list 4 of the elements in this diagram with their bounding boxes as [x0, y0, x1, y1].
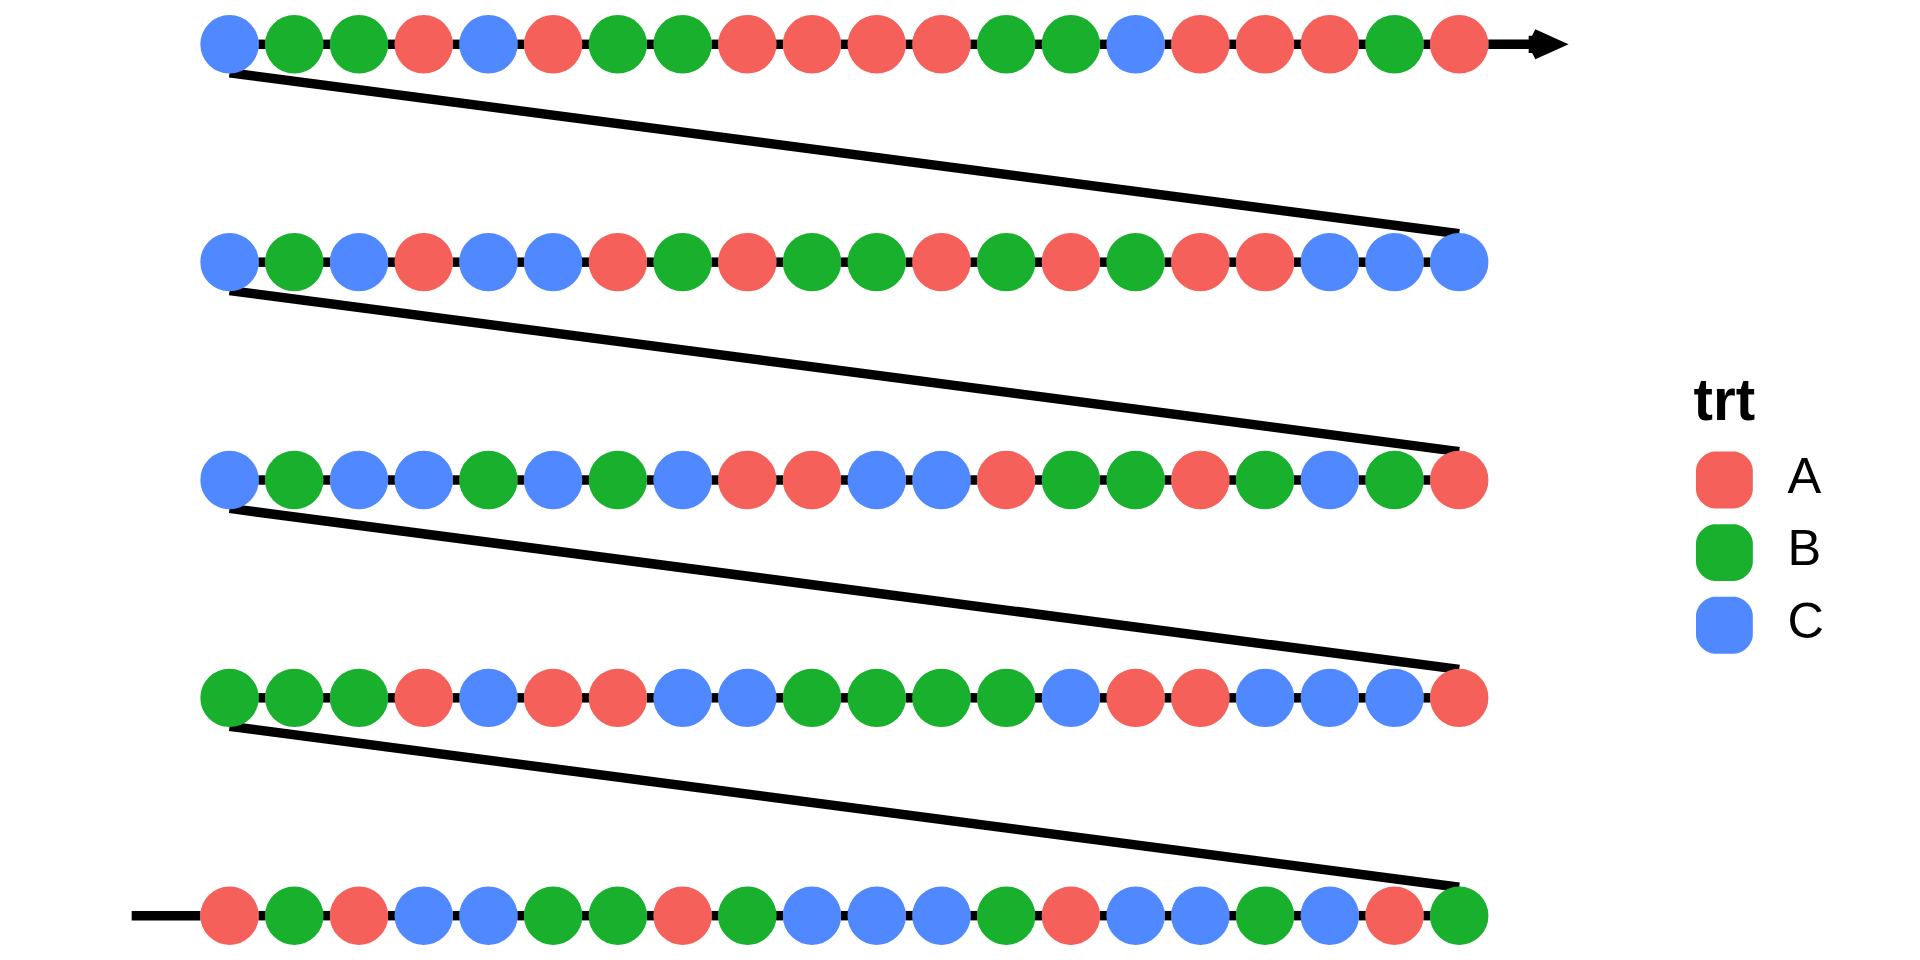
- legend-label: C: [1787, 592, 1825, 650]
- label: trt: [1693, 367, 1756, 433]
- legend-label: A: [1787, 446, 1822, 504]
- legend-label: B: [1787, 519, 1822, 577]
